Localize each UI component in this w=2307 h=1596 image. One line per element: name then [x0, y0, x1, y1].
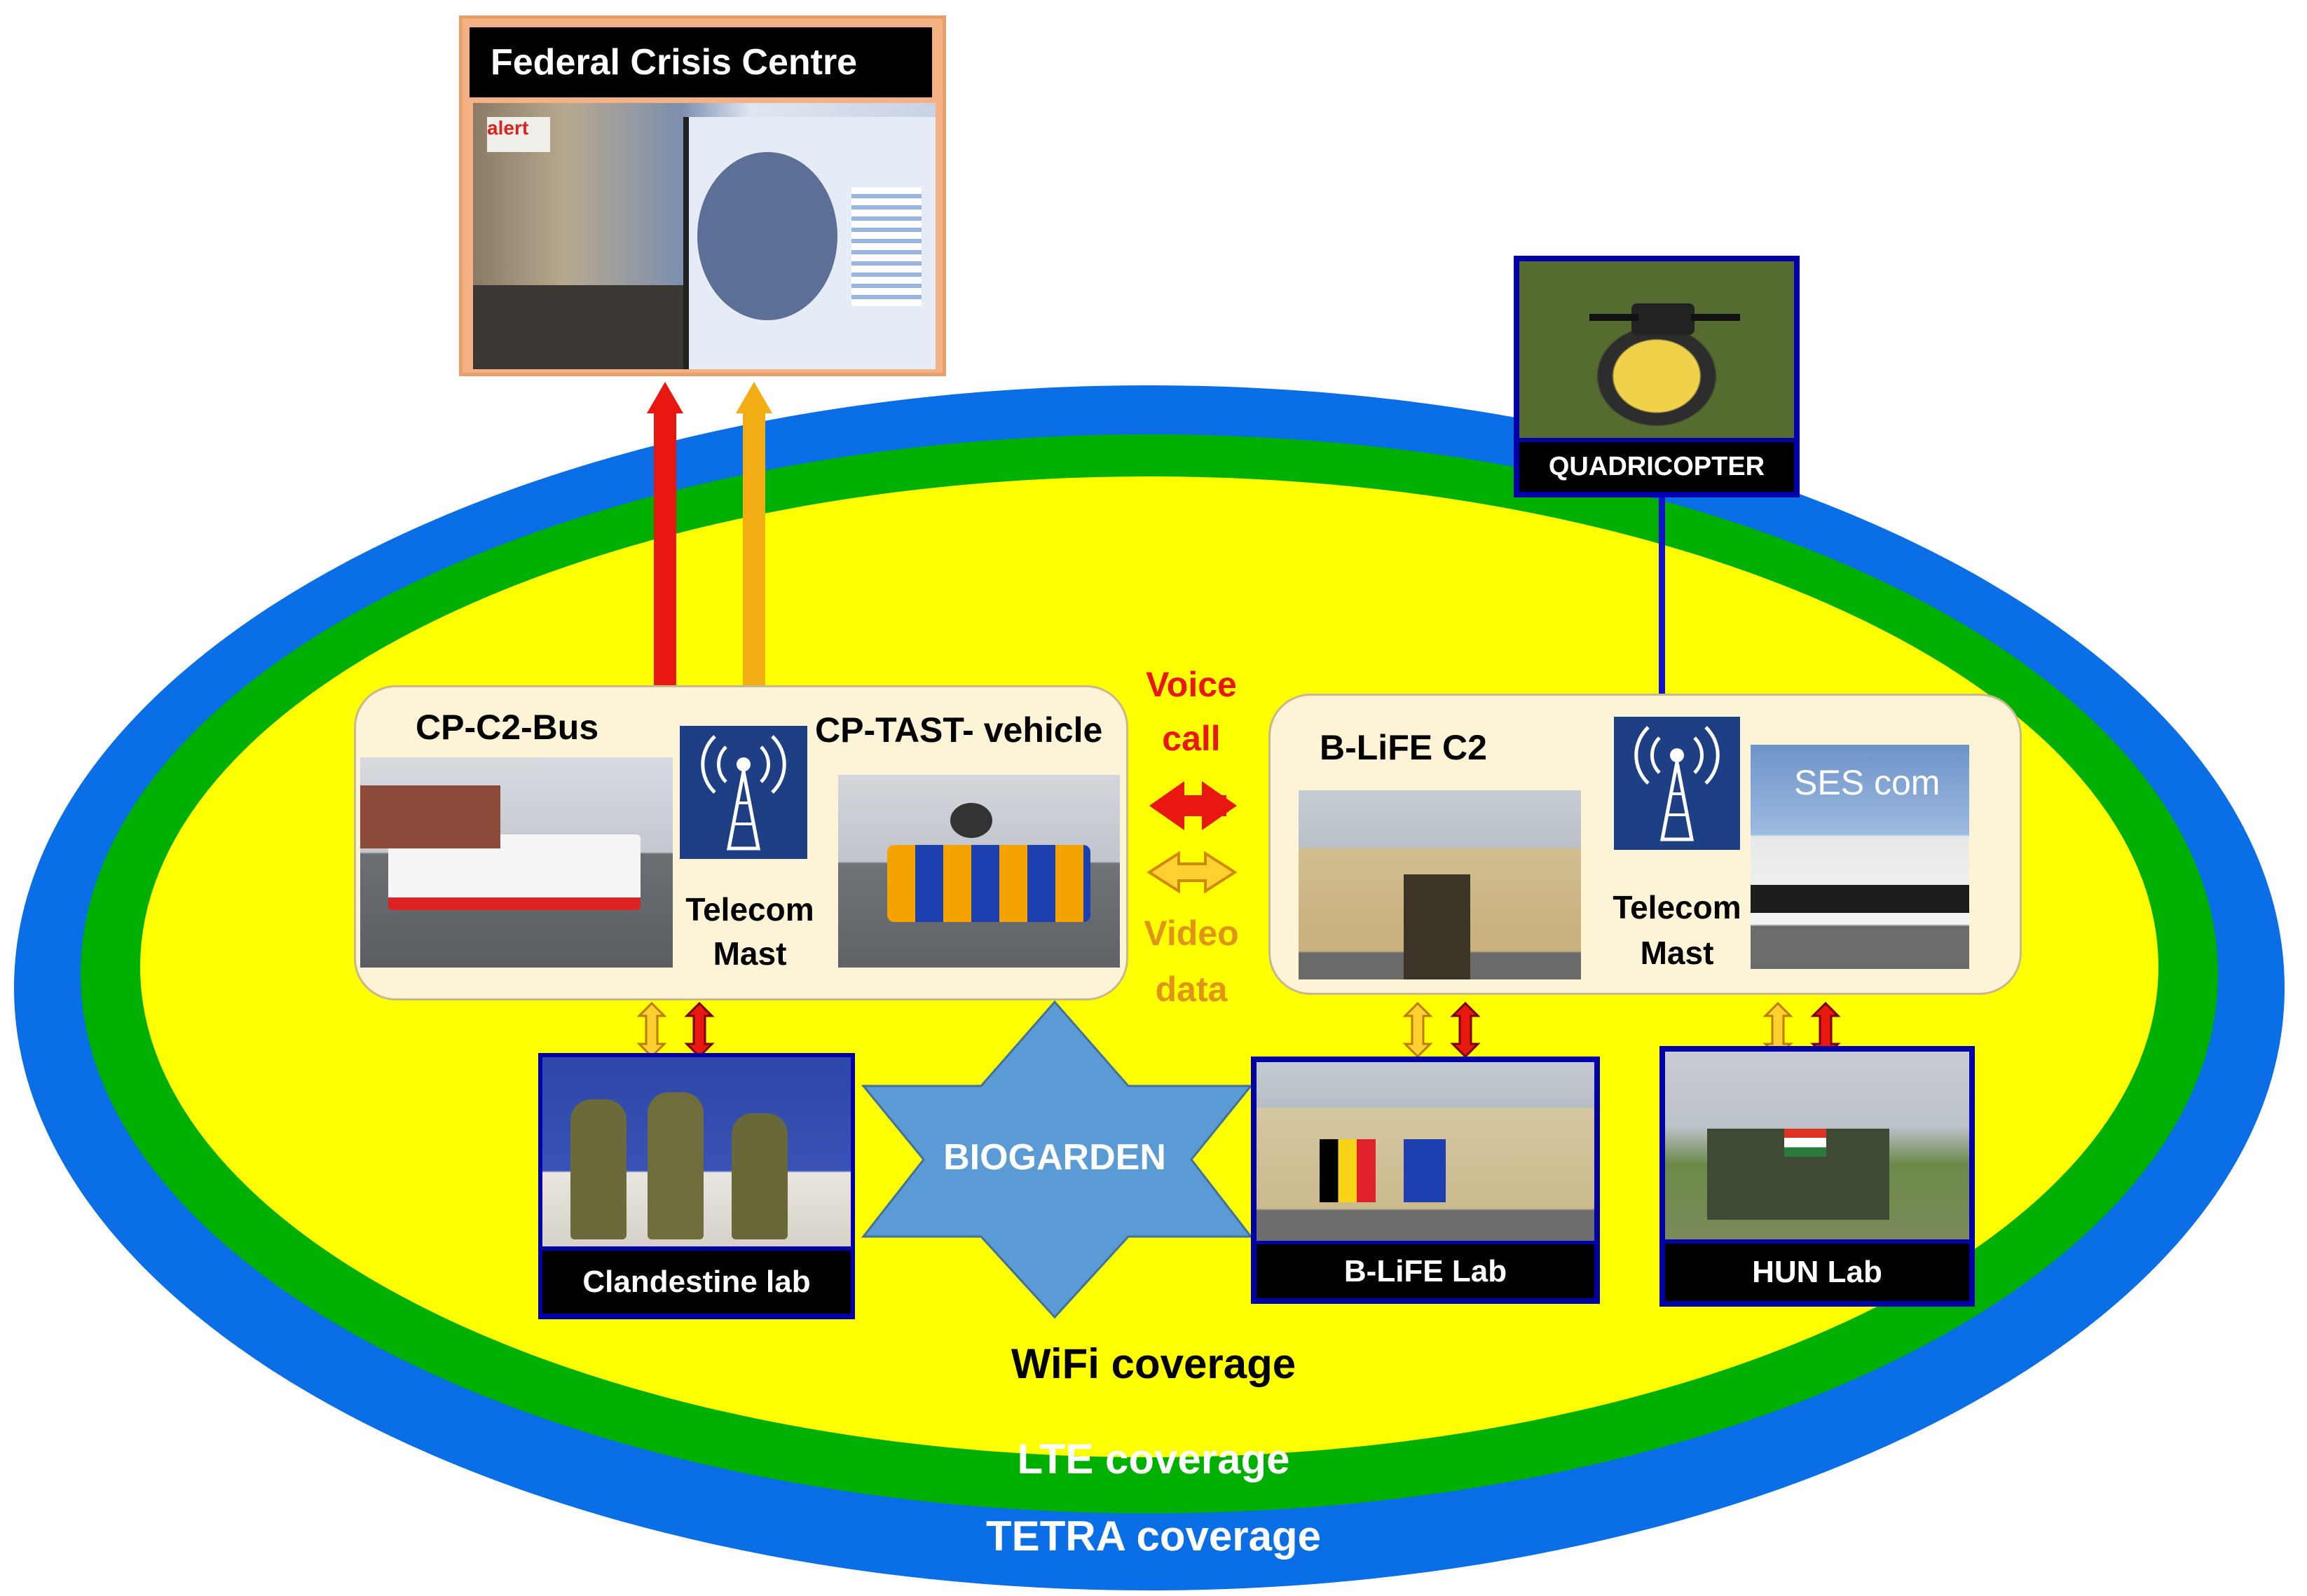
telecom-mast-icon — [680, 726, 807, 859]
blife-lab-panel: B-LiFE Lab — [1251, 1057, 1600, 1304]
building — [360, 785, 500, 848]
blife-group-panel: B-LiFE C2 Telecom Mast SES com — [1268, 694, 2022, 995]
hun-lab-photo — [1665, 1052, 1969, 1239]
cp-tast-vehicle-photo — [838, 775, 1120, 968]
hazmat-person-2 — [648, 1092, 704, 1239]
hungarian-flag — [1784, 1129, 1826, 1157]
blife-c2-photo — [1299, 790, 1581, 979]
voice-call-label-1: Voice — [1146, 665, 1237, 704]
crisis-centre-photo: alert — [473, 103, 936, 369]
cp-c2-bus-label: CP-C2-Bus — [416, 708, 599, 747]
voice-call-arrow — [1149, 781, 1237, 830]
cp-mast-label-1: Telecom — [685, 891, 814, 928]
blife-mast-label-1: Telecom — [1613, 889, 1741, 926]
truck-window — [1751, 885, 1969, 913]
clandestine-lab-photo — [542, 1057, 851, 1246]
cp-c2-bus-photo — [360, 757, 673, 968]
blife-lab-label-text: B-LiFE Lab — [1343, 1253, 1507, 1288]
map-circle — [697, 152, 837, 320]
video-data-label-2: data — [1155, 970, 1228, 1009]
video-data-label-1: Video — [1144, 914, 1239, 953]
ses-com-photo: SES com — [1751, 745, 1969, 969]
telecom-mast-icon — [1614, 717, 1740, 850]
drone-body — [1631, 303, 1695, 335]
data-table — [851, 187, 922, 306]
voice-call-label-2: call — [1162, 719, 1221, 758]
hazmat-person-3 — [732, 1113, 788, 1239]
crisis-centre-title-text: Federal Crisis Centre — [491, 42, 858, 83]
hun-lab-label: HUN Lab — [1665, 1244, 1969, 1301]
hazmat-person-1 — [570, 1099, 627, 1239]
poster: alert — [487, 117, 550, 152]
quadricopter-link-line — [1659, 496, 1665, 694]
eu-flag — [1404, 1139, 1446, 1202]
tent-door — [1404, 874, 1470, 979]
blife-lab-label: B-LiFE Lab — [1257, 1244, 1594, 1298]
clandestine-lab-panel: Clandestine lab — [538, 1053, 855, 1319]
biogarden-label: BIOGARDEN — [943, 1137, 1166, 1178]
drone-arm-right — [1691, 314, 1740, 321]
blife-lab-photo — [1257, 1062, 1594, 1241]
office-desk — [473, 285, 683, 369]
belgian-flag — [1320, 1139, 1376, 1202]
video-data-arrow — [1146, 851, 1238, 894]
antenna-icon — [701, 735, 786, 851]
clandestine-lab-label: Clandestine lab — [542, 1251, 851, 1314]
blife-c2-label: B-LiFE C2 — [1320, 728, 1487, 767]
hun-lab-panel: HUN Lab — [1659, 1046, 1975, 1307]
cp-tast-vehicle-label: CP-TAST- vehicle — [815, 710, 1103, 750]
quadricopter-label-text: QUADRICOPTER — [1548, 452, 1765, 481]
tetra-coverage-label: TETRA coverage — [986, 1513, 1321, 1560]
van-body — [887, 845, 1090, 922]
satellite-dish — [950, 803, 992, 838]
uplink-arrows — [647, 382, 772, 687]
quadricopter-photo — [1519, 261, 1794, 438]
clandestine-lab-label-text: Clandestine lab — [582, 1265, 811, 1299]
quadricopter-panel: QUADRICOPTER — [1514, 256, 1800, 497]
quadricopter-label: QUADRICOPTER — [1519, 442, 1794, 492]
crisis-centre-title: Federal Crisis Centre — [470, 27, 932, 97]
hun-lab-label-text: HUN Lab — [1752, 1255, 1882, 1289]
blife-mast-label-2: Mast — [1640, 935, 1714, 971]
wifi-coverage-label: WiFi coverage — [1011, 1340, 1296, 1387]
cp-group-panel: CP-C2-Bus Telecom Mast CP-TAST- vehicle — [354, 685, 1128, 1000]
ses-com-label: SES com — [1794, 763, 1940, 802]
cp-mast-label-2: Mast — [713, 935, 787, 972]
crisis-centre-panel: Federal Crisis Centre alert — [459, 15, 946, 376]
antenna-icon — [1634, 726, 1720, 841]
drone-arm-left — [1589, 314, 1638, 321]
lte-coverage-label: LTE coverage — [1017, 1436, 1290, 1483]
